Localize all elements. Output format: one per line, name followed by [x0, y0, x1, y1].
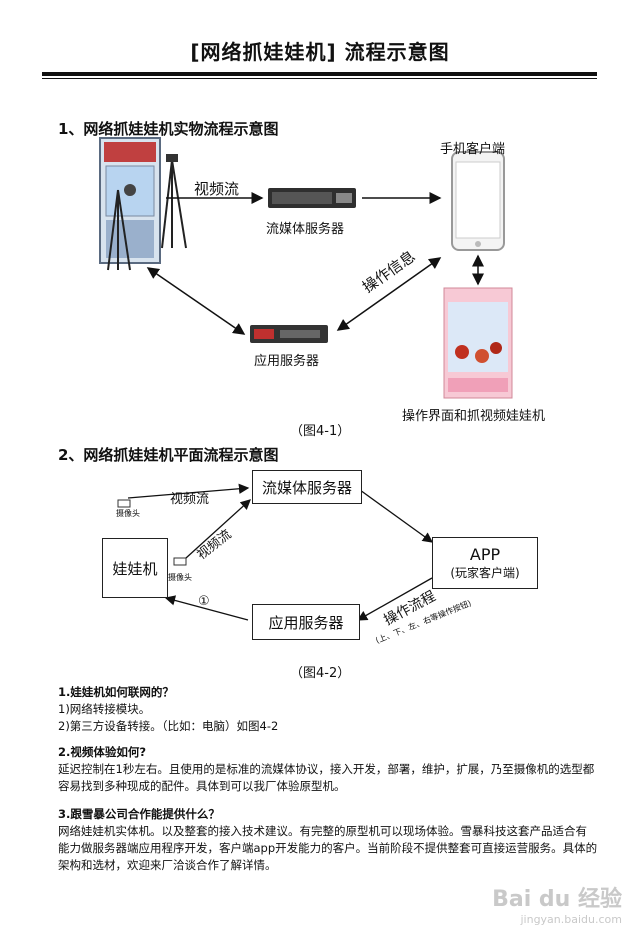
box-app-sub: (玩家客户端)	[450, 566, 520, 580]
label-camera-2: 摄像头	[168, 573, 192, 582]
watermark-brand: Bai du 经验	[492, 887, 622, 912]
faq-2: 2.视频体验如何? 延迟控制在1秒左右。且使用的是标准的流媒体协议，接入开发，部…	[58, 744, 598, 795]
arrow-phone-appserver	[336, 257, 442, 331]
section1-heading: 1、网络抓娃娃机实物流程示意图	[58, 120, 279, 138]
faq-2-question: 2.视频体验如何?	[58, 745, 147, 759]
title-rule-thick	[42, 72, 597, 76]
box-streaming-server: 流媒体服务器	[252, 470, 362, 504]
arrow-appserver-machine	[164, 595, 249, 621]
mobile-phone-image	[451, 151, 505, 251]
watermark: Bai du 经验 jingyan.baidu.com	[492, 887, 622, 930]
page-title: [网络抓娃娃机] 流程示意图	[190, 40, 450, 64]
faq-3: 3.跟雪暴公司合作能提供什么？ 网络娃娃机实体机。以及整套的接入技术建议。有完整…	[58, 806, 598, 874]
box-claw-machine-label: 娃娃机	[112, 559, 158, 578]
box-app: APP (玩家客户端)	[432, 537, 538, 589]
app-screenshot-image	[443, 287, 513, 399]
box-app-title: APP	[469, 545, 501, 564]
claw-machine-image	[99, 137, 187, 271]
section2-heading: 2、网络抓娃娃机平面流程示意图	[58, 446, 279, 464]
label-camera-1: 摄像头	[116, 509, 140, 518]
arrow-machine-appserver	[146, 267, 246, 335]
faq-1: 1.娃娃机如何联网的？ 1)网络转接模块。 2)第三方设备转接。（比如：电脑）如…	[58, 684, 598, 735]
plane-flow-diagram	[117, 483, 434, 621]
watermark-url: jingyan.baidu.com	[520, 913, 622, 926]
camera-2-icon	[173, 557, 187, 566]
camera-1-icon	[117, 499, 131, 508]
arrow-app-appserver	[356, 577, 433, 621]
label-video-stream: 视频流	[194, 180, 240, 198]
streaming-server-image	[268, 188, 356, 208]
faq-3-question: 3.跟雪暴公司合作能提供什么？	[58, 807, 220, 821]
label-video-stream-1: 视频流	[170, 492, 210, 507]
faq-2-answer-1: 延迟控制在1秒左右。且使用的是标准的流媒体协议，接入开发，部署，维护，扩展，乃至…	[58, 762, 595, 793]
box-claw-machine: 娃娃机	[102, 538, 168, 598]
label-step-1: ①	[198, 594, 210, 609]
faq-1-answer-1: 1)网络转接模块。	[58, 702, 151, 716]
box-app-server: 应用服务器	[252, 604, 360, 640]
label-ui-caption: 操作界面和抓视频娃娃机	[402, 409, 546, 424]
figure-caption-4-1: （图4-1）	[290, 424, 351, 439]
faq-3-answer-1: 网络娃娃机实体机。以及整套的接入技术建议。有完整的原型机可以现场体验。雪暴科技这…	[58, 824, 598, 872]
label-streaming-server: 流媒体服务器	[266, 222, 345, 237]
box-streaming-server-label: 流媒体服务器	[261, 478, 352, 497]
title-rule-thin	[42, 78, 597, 79]
physical-flow-diagram	[99, 137, 513, 399]
box-app-server-label: 应用服务器	[268, 613, 344, 632]
arrow-cam1-stream	[127, 483, 250, 499]
app-server-image	[250, 325, 328, 343]
arrow-cam2-stream	[185, 499, 251, 559]
label-app-server: 应用服务器	[254, 354, 320, 369]
arrow-stream-app	[359, 489, 434, 543]
faq-1-question: 1.娃娃机如何联网的？	[58, 685, 174, 699]
label-mobile-client: 手机客户端	[440, 142, 506, 157]
figure-caption-4-2: （图4-2）	[290, 666, 351, 681]
faq-1-answer-2: 2)第三方设备转接。（比如：电脑）如图4-2	[58, 719, 279, 733]
